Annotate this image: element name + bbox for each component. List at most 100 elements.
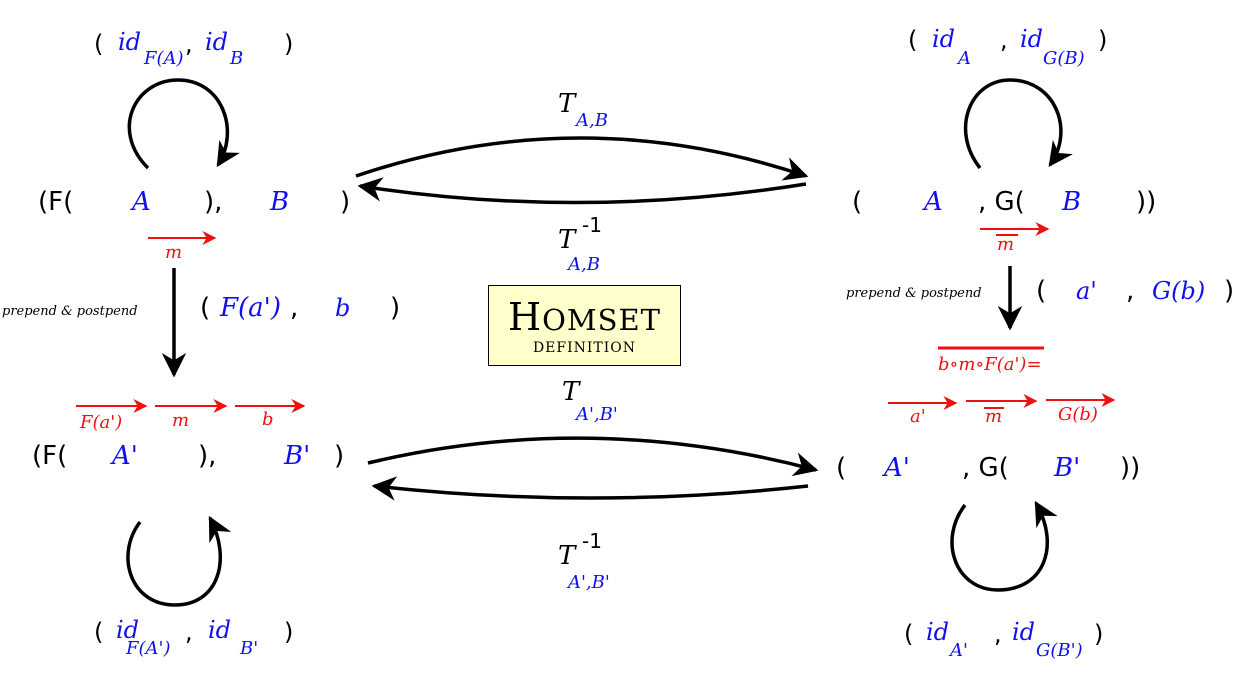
t-subscript: A',B' — [574, 404, 618, 425]
right-bottom-id-pair: ( id A' , id G(B') ) — [904, 618, 1103, 661]
bottom-inverse-label: T -1 A',B' — [558, 529, 610, 593]
morphism-label: b — [262, 409, 274, 430]
comma: , — [1126, 276, 1134, 306]
object-label: A — [130, 187, 151, 217]
id-subscript: F(A') — [125, 638, 170, 659]
identity-loop-arrow — [127, 78, 241, 170]
id-label: id — [118, 28, 141, 56]
t-superscript: -1 — [582, 213, 602, 237]
transform-label: prepend & postpend — [2, 304, 138, 319]
paren: ) — [284, 618, 293, 646]
id-subscript: F(A) — [143, 48, 184, 69]
t-subscript: A',B' — [566, 572, 610, 593]
paren: ) — [1224, 276, 1234, 306]
top-inverse-label: T -1 A,B — [558, 213, 602, 275]
comma: , — [185, 618, 193, 646]
id-label: id — [1012, 618, 1035, 646]
morphism-label: m — [165, 242, 182, 263]
transform-inverse-arrow — [357, 177, 807, 205]
functor-separator: , G( — [962, 453, 1009, 483]
comma: , — [1000, 26, 1008, 54]
morphism-label: a' — [910, 406, 926, 427]
comma: , — [994, 620, 1002, 648]
t-symbol: T — [562, 377, 581, 407]
paren: ) — [284, 30, 293, 58]
morphism-label: G(b) — [1058, 404, 1098, 425]
t-symbol: T — [558, 541, 577, 571]
right-transform-pair: ( a' , G(b) ) — [1036, 276, 1234, 306]
object-label: A — [922, 187, 943, 217]
t-subscript: A,B — [574, 110, 608, 131]
id-subscript: B — [229, 48, 243, 69]
paren: ) — [390, 293, 400, 323]
id-label: id — [926, 618, 949, 646]
transform-forward-arrow — [367, 436, 819, 477]
separator: ), — [204, 187, 222, 217]
title-sub: DEFINITION — [532, 340, 637, 356]
id-label: id — [116, 616, 139, 644]
morphism-label: m — [172, 410, 189, 431]
left-transform-pair: ( F(a') , b ) — [200, 293, 400, 323]
morphism-label: m — [997, 234, 1014, 255]
paren: )) — [1136, 187, 1156, 217]
title-first-letter: H — [508, 295, 543, 339]
paren: )) — [1120, 453, 1140, 483]
right-bottom-pair: ( A' , G( B' )) — [836, 453, 1140, 483]
transform-inverse-arrow — [371, 476, 809, 501]
t-superscript: -1 — [582, 529, 602, 553]
transform-forward-arrow — [355, 136, 809, 181]
separator: ), — [198, 441, 216, 471]
title-main: HOMSET — [489, 297, 680, 340]
id-label: id — [1020, 25, 1043, 53]
morphism-pair-label: a' — [1076, 277, 1097, 305]
paren: ) — [334, 441, 344, 471]
paren: ( — [852, 187, 862, 217]
morphism-pair-label: G(b) — [1152, 277, 1205, 305]
left-top-pair: (F( A ), B ) — [38, 187, 350, 217]
paren: ( — [94, 618, 103, 646]
paren: ( — [200, 293, 210, 323]
paren: ( — [836, 453, 846, 483]
comma: , — [185, 30, 193, 58]
composite-label: b∘m∘F(a')= — [938, 354, 1042, 375]
morphism-label: F(a') — [79, 412, 122, 433]
id-subscript: B' — [239, 638, 258, 659]
object-label: B' — [1053, 453, 1080, 483]
identity-loop-arrow — [963, 78, 1073, 170]
object-label: A' — [110, 441, 138, 471]
morphism-label: m — [985, 406, 1002, 427]
comma: , — [290, 293, 298, 323]
id-subscript: G(B) — [1043, 48, 1085, 69]
t-symbol: T — [558, 225, 577, 255]
object-label: A' — [882, 453, 910, 483]
paren: ( — [94, 30, 103, 58]
morphism-pair-label: F(a') — [219, 293, 281, 323]
paren: ( — [908, 26, 917, 54]
id-subscript: A' — [948, 640, 968, 661]
id-label: id — [932, 25, 955, 53]
top-forward-label: T A,B — [558, 89, 608, 131]
left-top-id-pair: ( id F(A) , id B ) — [94, 28, 293, 69]
functor-open: (F( — [38, 187, 73, 217]
identity-loop-arrow — [950, 500, 1058, 592]
right-top-pair: ( A , G( B )) — [852, 187, 1156, 217]
object-label: B — [269, 187, 289, 217]
right-top-id-pair: ( id A , id G(B) ) — [908, 25, 1107, 69]
object-label: B' — [283, 441, 310, 471]
functor-open: (F( — [32, 441, 67, 471]
id-label: id — [208, 616, 231, 644]
title-rest: OMSET — [542, 303, 661, 337]
paren: ) — [1098, 26, 1107, 54]
id-subscript: G(B') — [1036, 640, 1083, 661]
homset-title-box: HOMSET DEFINITION — [488, 285, 681, 366]
left-bottom-pair: (F( A' ), B' ) — [32, 441, 344, 471]
t-subscript: A,B — [566, 254, 600, 275]
morphism-pair-label: b — [335, 294, 350, 322]
left-bottom-id-pair: ( id F(A') , id B' ) — [94, 616, 293, 659]
paren: ) — [340, 187, 350, 217]
identity-loop-arrow — [126, 515, 232, 607]
paren: ( — [904, 620, 913, 648]
object-label: B — [1061, 187, 1081, 217]
